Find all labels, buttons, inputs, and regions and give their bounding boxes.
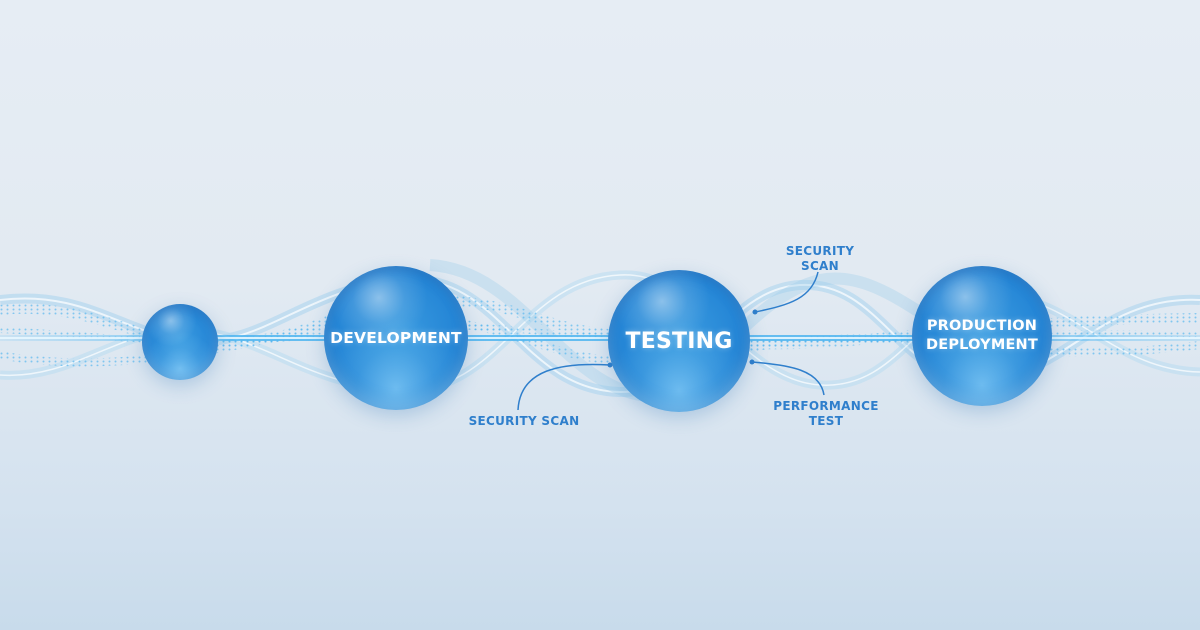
- stage-start-sphere: [142, 304, 218, 380]
- callout-performance-test-line2: TEST: [808, 414, 844, 428]
- stage-development-sphere: DEVELOPMENT: [324, 266, 468, 410]
- stage-production-label-line2: DEPLOYMENT: [926, 337, 1038, 353]
- callout-security-scan-bottom: SECURITY SCAN: [462, 414, 586, 429]
- callout-performance-test-line1: PERFORMANCE: [773, 399, 879, 413]
- stage-production-sphere: PRODUCTION DEPLOYMENT: [912, 266, 1052, 406]
- stage-testing-label: TESTING: [625, 328, 733, 354]
- callout-line-security-top: [754, 271, 819, 313]
- callout-security-scan-top: SECURITY SCAN: [770, 244, 870, 274]
- callout-performance-test: PERFORMANCE TEST: [764, 399, 888, 429]
- stage-testing-sphere: TESTING: [608, 270, 750, 412]
- callout-line-security-bottom: [517, 363, 611, 411]
- callout-line-performance: [751, 361, 825, 396]
- stage-production-label-line1: PRODUCTION: [926, 318, 1038, 334]
- callout-security-scan-top-line2: SCAN: [801, 259, 839, 273]
- stage-development-label: DEVELOPMENT: [330, 329, 462, 347]
- callout-security-scan-top-line1: SECURITY: [785, 244, 855, 258]
- callout-security-scan-bottom-text: SECURITY SCAN: [468, 414, 580, 428]
